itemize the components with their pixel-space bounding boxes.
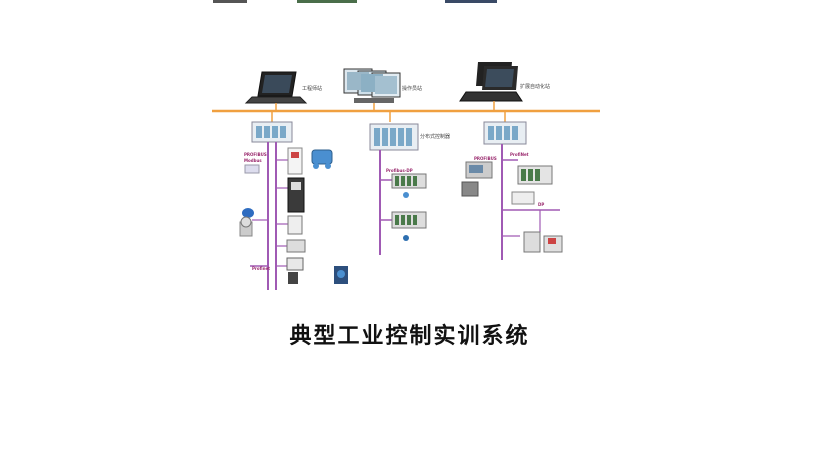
left-fieldbus: PROFIBUS Modbus Profinet <box>244 142 290 290</box>
left-devices <box>239 147 348 284</box>
middle-controller-label: 分布式控制器 <box>420 133 450 140</box>
middle-profibus-label: Profibus-DP <box>386 168 413 173</box>
extended-station: 扩展自动化站 <box>459 62 550 111</box>
operator-station: 操作员站 <box>343 68 422 111</box>
left-profibus-label: PROFIBUS <box>244 152 267 157</box>
right-profinet-label: ProfiNet <box>510 152 529 157</box>
middle-devices <box>391 173 427 241</box>
engineering-station-label: 工程师站 <box>302 85 322 92</box>
right-profibus-label: PROFIBUS <box>474 156 497 161</box>
middle-controller: 分布式控制器 <box>369 111 450 151</box>
right-dp-label: DP <box>538 202 544 207</box>
left-modbus-label: Modbus <box>244 158 262 163</box>
right-fieldbus: ProfiNet PROFIBUS DP <box>474 144 560 260</box>
engineering-station: 工程师站 <box>244 71 322 111</box>
right-controller <box>483 111 527 145</box>
left-ethernet-label: Profinet <box>252 266 270 271</box>
top-crop-artifacts <box>213 0 497 3</box>
right-devices <box>461 161 563 253</box>
operator-station-label: 操作员站 <box>402 85 422 92</box>
extended-station-label: 扩展自动化站 <box>520 83 550 90</box>
diagram-title: 典型工业控制实训系统 <box>289 324 530 349</box>
left-controller <box>251 111 293 143</box>
